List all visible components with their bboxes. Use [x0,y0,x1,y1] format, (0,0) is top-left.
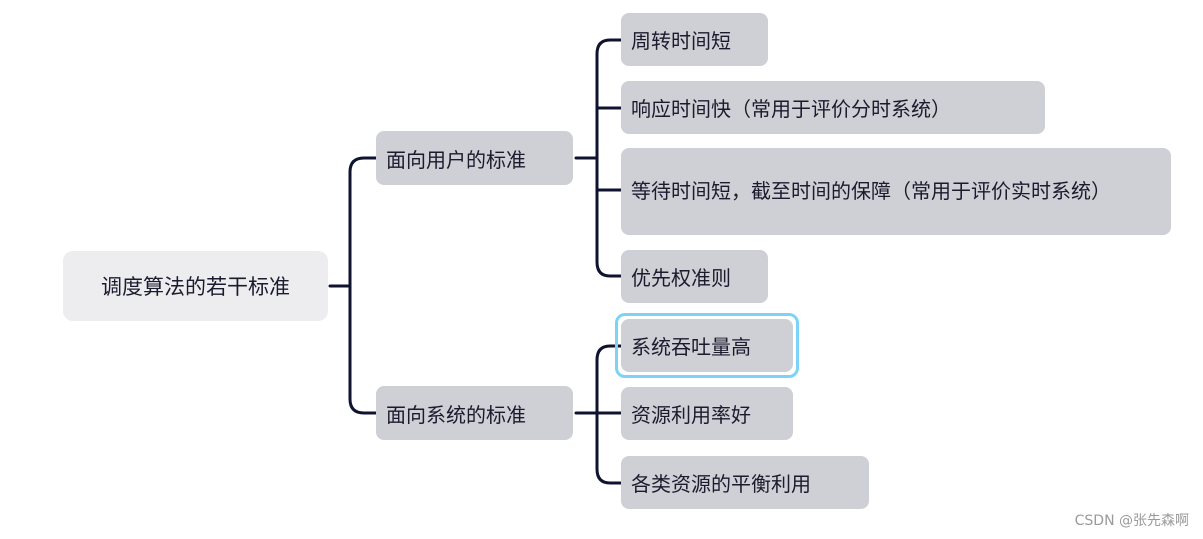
leaf-label: 各类资源的平衡利用 [631,472,811,496]
leaf-label: 周转时间短 [631,29,731,53]
branch-label: 面向用户的标准 [386,147,526,172]
branch-node-user[interactable]: 面向用户的标准 [376,131,573,185]
leaf-node[interactable]: 优先权准则 [621,250,768,303]
leaf-label: 等待时间短，截至时间的保障（常用于评价实时系统） [631,179,1111,203]
leaf-label: 优先权准则 [631,266,731,290]
trunk-connector-down [348,284,378,415]
leaf-node[interactable]: 等待时间短，截至时间的保障（常用于评价实时系统） [621,148,1171,235]
branch-label: 面向系统的标准 [386,402,526,427]
root-label: 调度算法的若干标准 [101,275,290,299]
trunk-connector-up [348,156,378,288]
leaf-label: 响应时间快（常用于评价分时系统） [631,97,951,121]
leaf-label: 资源利用率好 [631,403,751,427]
leaf-node[interactable]: 各类资源的平衡利用 [621,456,869,509]
leaf-node-selected[interactable]: 系统吞吐量高 [621,319,793,372]
branch-node-system[interactable]: 面向系统的标准 [376,386,573,440]
branch1-bracket [595,38,623,278]
leaf-node[interactable]: 资源利用率好 [621,387,793,440]
leaf-label: 系统吞吐量高 [631,335,751,359]
selection-outline [615,313,799,378]
leaf-node[interactable]: 响应时间快（常用于评价分时系统） [621,81,1045,134]
leaf-node[interactable]: 周转时间短 [621,13,768,66]
root-node[interactable]: 调度算法的若干标准 [63,251,328,321]
watermark: CSDN @张先森啊 [1074,513,1189,529]
